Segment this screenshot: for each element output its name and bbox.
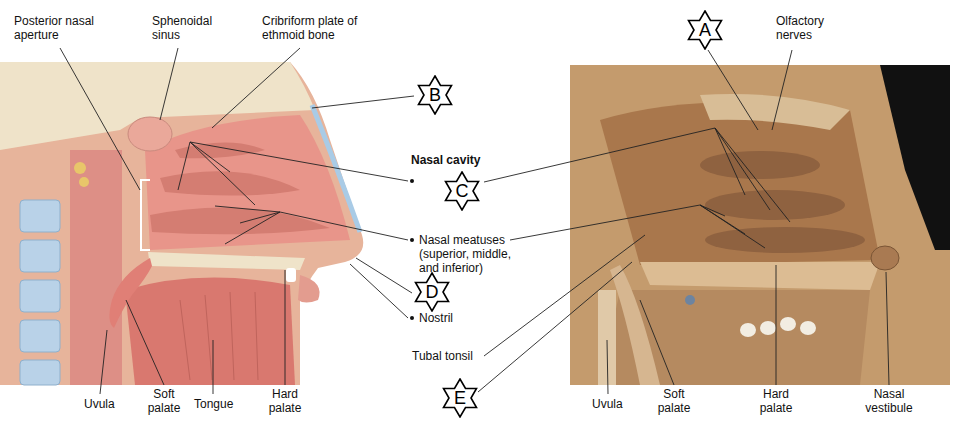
photo-palate — [640, 262, 880, 290]
leader — [356, 258, 412, 293]
dissection-photo — [570, 65, 950, 385]
vertebra — [20, 200, 60, 232]
vertebra — [20, 280, 60, 312]
part-label: Posterior nasal aperture — [14, 14, 114, 42]
callout-star: D — [412, 272, 452, 312]
tongue-fibres — [180, 292, 258, 380]
inferior-concha — [150, 207, 330, 234]
callout-star: E — [440, 378, 480, 418]
vertebra — [20, 240, 60, 272]
part-label: Soft palate — [142, 387, 186, 415]
leader — [640, 300, 674, 385]
photo-olfactory — [700, 94, 850, 130]
part-label: Nostril — [419, 311, 453, 325]
superior-concha — [175, 143, 265, 159]
leader — [100, 330, 107, 394]
photo-tooth — [800, 321, 816, 335]
part-label: Uvula — [84, 397, 115, 411]
part-label: Nasal cavity — [411, 153, 480, 167]
callout-star: C — [442, 171, 482, 211]
leader — [312, 96, 414, 108]
leader — [178, 142, 408, 205]
nasal-vestibule — [871, 246, 899, 270]
part-label: Cribriform plate of ethmoid bone — [262, 14, 366, 42]
part-label: Nasal vestibule — [860, 387, 918, 415]
part-label: Olfactory nerves — [776, 14, 838, 42]
sphenoidal-sinus — [128, 117, 172, 151]
head-profile — [0, 62, 363, 385]
part-label: Soft palate — [652, 387, 696, 415]
photo-concha — [705, 227, 865, 253]
bullet — [410, 316, 414, 320]
part-label: Tongue — [194, 397, 233, 411]
leader — [160, 48, 178, 120]
callout-letter: A — [685, 10, 725, 50]
leader — [510, 205, 765, 248]
leader — [215, 206, 408, 244]
hard-palate — [148, 252, 305, 270]
photo-spot — [685, 295, 695, 305]
leader-lines — [60, 48, 889, 394]
callout-letter: D — [412, 272, 452, 312]
bullet — [410, 238, 414, 242]
callout-letter: C — [442, 171, 482, 211]
leader — [285, 270, 286, 385]
leader — [213, 340, 214, 394]
leader — [772, 50, 792, 130]
leader — [60, 48, 140, 190]
leader — [484, 128, 790, 222]
photo-concha — [700, 151, 820, 179]
leader — [607, 340, 608, 394]
soft-palate — [109, 258, 152, 328]
leader — [776, 265, 777, 385]
lips — [298, 275, 320, 303]
bullet — [410, 179, 414, 183]
part-label: Sphenoidal sinus — [152, 14, 224, 42]
part-label: Uvula — [592, 397, 623, 411]
photo-concha — [705, 190, 845, 220]
callout-letter: B — [415, 75, 455, 115]
callout-star: A — [685, 10, 725, 50]
photo-tooth — [740, 323, 756, 337]
fat — [79, 177, 89, 187]
fat — [74, 162, 86, 174]
vertebra — [20, 320, 60, 352]
leader — [886, 272, 889, 385]
leader — [478, 262, 632, 392]
leader — [126, 300, 164, 385]
photo-soft-palate — [610, 265, 660, 385]
photo-background — [880, 65, 950, 250]
part-label: Hard palate — [754, 387, 798, 415]
vertebra — [20, 360, 60, 385]
leader — [708, 50, 758, 130]
pharynx — [70, 150, 122, 385]
photo-tooth — [780, 317, 796, 331]
callout-letter: E — [440, 378, 480, 418]
tongue — [125, 278, 295, 385]
leader — [350, 264, 408, 318]
nasal-cavity — [145, 115, 350, 250]
middle-concha — [160, 171, 300, 195]
tooth — [286, 268, 296, 282]
photo-tooth — [760, 321, 776, 335]
callout-star: B — [415, 75, 455, 115]
part-label: Nasal meatuses (superior, middle, and in… — [419, 233, 531, 275]
photo-uvula — [598, 290, 616, 385]
bracket — [141, 180, 150, 250]
part-label: Tubal tonsil — [412, 349, 473, 363]
leader — [212, 48, 300, 128]
part-label: Hard palate — [263, 387, 307, 415]
